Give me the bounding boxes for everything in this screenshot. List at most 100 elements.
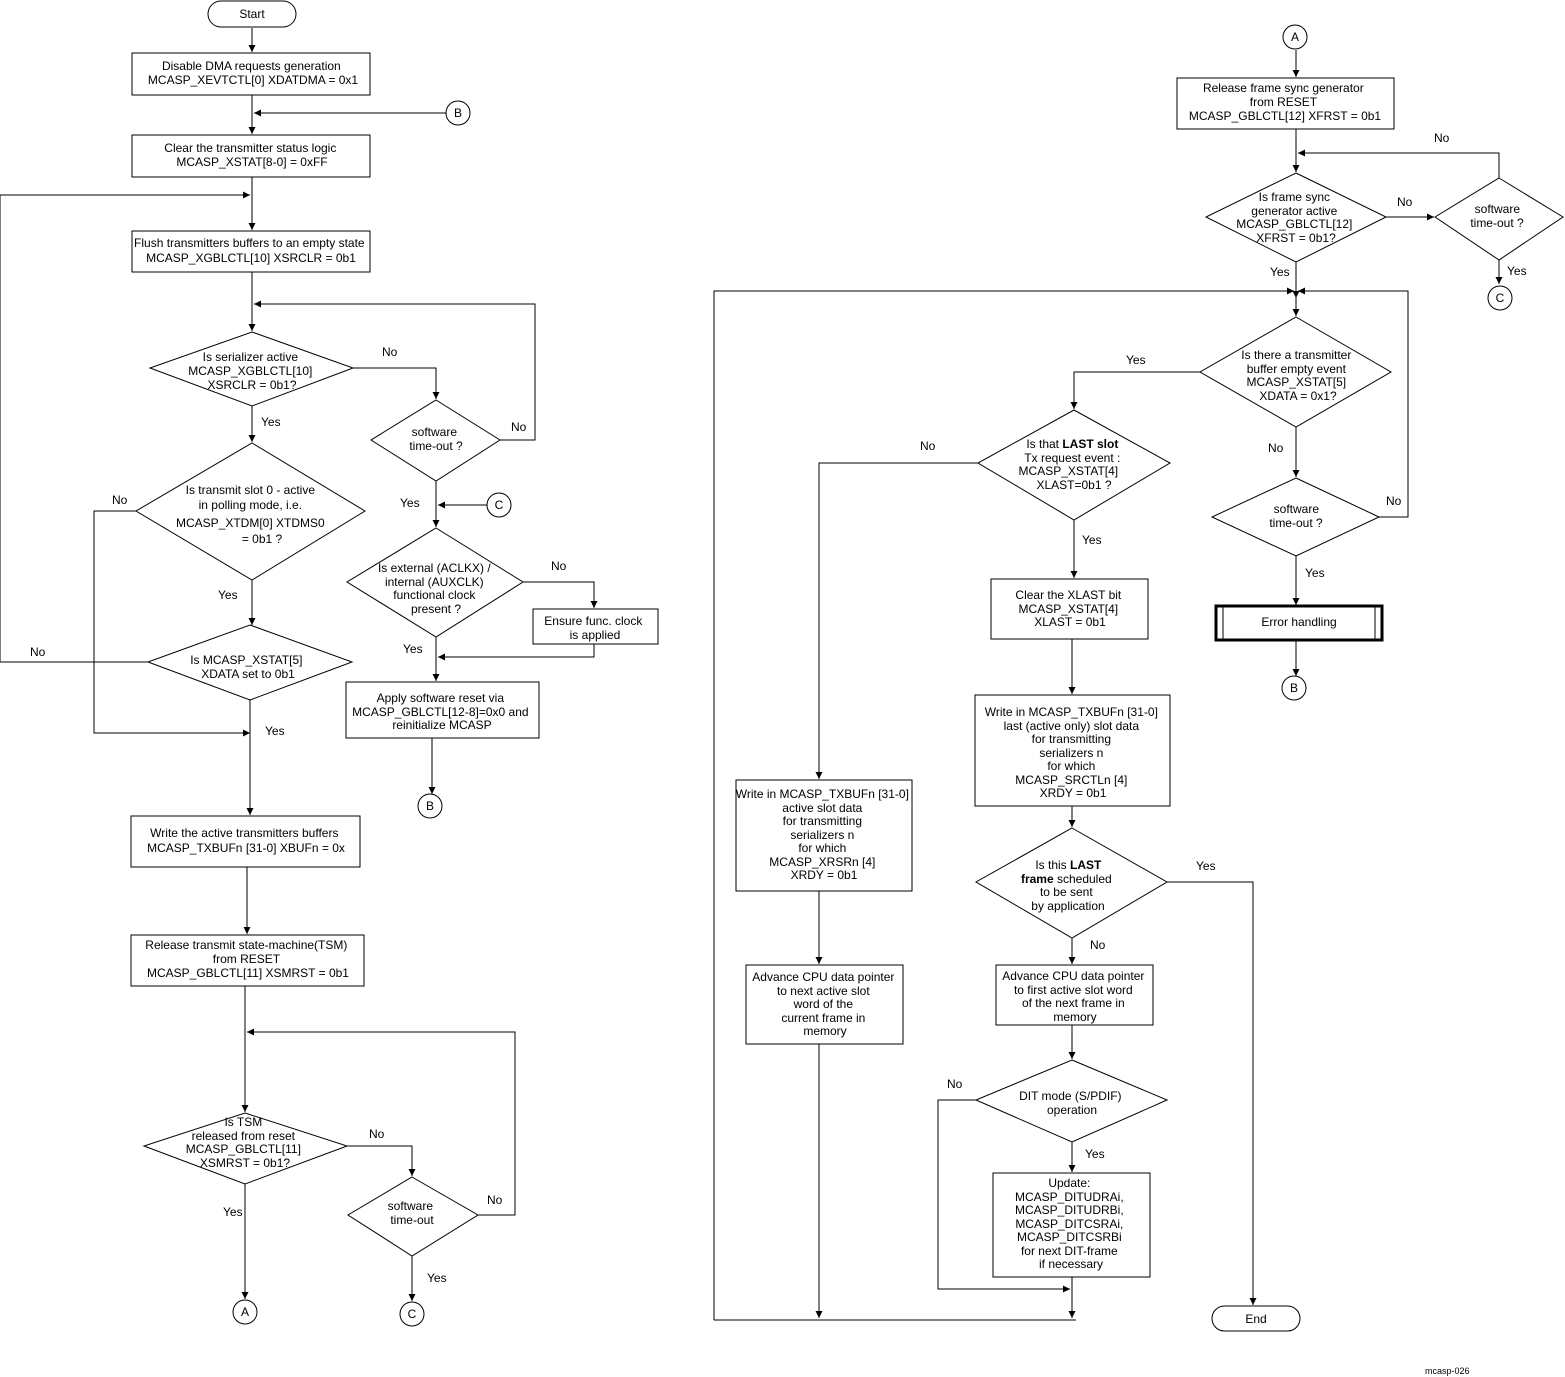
- label-no: No: [1434, 131, 1450, 145]
- last-frame-decision: Is this LAST frame scheduled to be sent …: [974, 827, 1168, 939]
- last-slot-decision: Is that LAST slot Tx request event : MCA…: [976, 409, 1172, 521]
- label-yes: Yes: [403, 642, 423, 656]
- svg-text:C: C: [495, 498, 504, 512]
- last-slot-text: Is that LAST slot Tx request event : MCA…: [1019, 437, 1124, 492]
- software-reset-box: Apply software reset via MCASP_GBLCTL[12…: [345, 681, 540, 739]
- write-active-slot-box: Write in MCASP_TXBUFn [31-0] active slot…: [735, 779, 913, 892]
- xstat-decision: Is MCASP_XSTAT[5] XDATA set to 0b1: [146, 624, 354, 701]
- flow-lines: [0, 28, 1503, 1321]
- serializer-active-text: Is serializer active MCASP_XGBLCTL[10] X…: [188, 350, 315, 392]
- label-yes: Yes: [1085, 1147, 1105, 1161]
- svg-text:B: B: [1290, 681, 1298, 695]
- svg-text:A: A: [1291, 30, 1299, 44]
- label-no: No: [551, 559, 567, 573]
- write-last-slot-box: Write in MCASP_TXBUFn [31-0] last (activ…: [974, 694, 1171, 807]
- label-no: No: [382, 345, 398, 359]
- label-yes: Yes: [261, 415, 281, 429]
- label-yes: Yes: [1507, 264, 1527, 278]
- update-dit-text: Update: MCASP_DITUDRAi, MCASP_DITUDRBi, …: [1015, 1176, 1127, 1271]
- disable-dma-box: Disable DMA requests generation MCASP_XE…: [131, 52, 371, 96]
- write-buffers-text: Write the active transmitters buffers MC…: [147, 826, 345, 855]
- label-no: No: [369, 1127, 385, 1141]
- clock-present-decision: Is external (ACLKX) / internal (AUXCLK) …: [346, 527, 524, 638]
- figure-id: mcasp-026: [1425, 1366, 1470, 1376]
- label-no: No: [511, 420, 527, 434]
- label-yes: Yes: [1082, 533, 1102, 547]
- label-no: No: [1268, 441, 1284, 455]
- advance-first-slot-box: Advance CPU data pointer to first active…: [995, 964, 1154, 1026]
- label-no: No: [1386, 494, 1402, 508]
- connector-b-reset: B: [417, 793, 443, 819]
- ensure-clock-box: Ensure func. clock is applied: [532, 608, 659, 645]
- write-last-slot-text: Write in MCASP_TXBUFn [31-0] last (activ…: [985, 705, 1162, 800]
- label-yes: Yes: [400, 496, 420, 510]
- clear-status-box: Clear the transmitter status logic MCASP…: [131, 134, 371, 178]
- buffer-empty-text: Is there a transmitter buffer empty even…: [1241, 348, 1354, 403]
- error-handling-box: Error handling: [1214, 604, 1384, 642]
- label-yes: Yes: [1196, 859, 1216, 873]
- connector-b-error: B: [1281, 675, 1307, 701]
- advance-first-slot-text: Advance CPU data pointer to first active…: [1002, 969, 1147, 1024]
- end-terminal: End: [1211, 1305, 1301, 1332]
- release-tsm-box: Release transmit state-machine(TSM) from…: [130, 934, 365, 987]
- svg-text:C: C: [1496, 291, 1505, 305]
- update-dit-box: Update: MCASP_DITUDRAi, MCASP_DITUDRBi, …: [992, 1172, 1151, 1278]
- timeout4-text: software time-out ?: [1269, 502, 1323, 530]
- flush-buffers-box: Flush transmitters buffers to an empty s…: [131, 230, 371, 273]
- label-no: No: [920, 439, 936, 453]
- svg-text:B: B: [426, 799, 434, 813]
- timeout1-decision: software time-out ?: [370, 399, 501, 482]
- connector-c-out: C: [399, 1301, 425, 1327]
- write-active-slot-text: Write in MCASP_TXBUFn [31-0] active slot…: [736, 787, 913, 882]
- label-yes: Yes: [1305, 566, 1325, 580]
- timeout1-text: software time-out ?: [409, 425, 463, 453]
- timeout2-text: software time-out: [388, 1199, 437, 1227]
- timeout3-decision: software time-out ?: [1434, 177, 1564, 261]
- slot0-active-decision: Is transmit slot 0 - active in polling m…: [135, 442, 366, 581]
- label-yes: Yes: [427, 1271, 447, 1285]
- label-yes: Yes: [223, 1205, 243, 1219]
- svg-text:C: C: [408, 1307, 417, 1321]
- connector-a-out: A: [232, 1299, 258, 1325]
- release-frame-sync-text: Release frame sync generator from RESET …: [1189, 81, 1382, 123]
- frame-sync-text: Is frame sync generator active MCASP_GBL…: [1236, 190, 1355, 245]
- connector-c-left: C: [486, 492, 512, 518]
- clear-xlast-text: Clear the XLAST bit MCASP_XSTAT[4] XLAST…: [1015, 588, 1124, 629]
- flush-buffers-text: Flush transmitters buffers to an empty s…: [134, 236, 368, 265]
- last-frame-text: Is this LAST frame scheduled to be sent …: [1021, 858, 1115, 913]
- label-yes: Yes: [1126, 353, 1146, 367]
- serializer-active-decision: Is serializer active MCASP_XGBLCTL[10] X…: [148, 331, 355, 407]
- connector-b-top: B: [445, 100, 471, 126]
- label-yes: Yes: [218, 588, 238, 602]
- clock-present-text: Is external (ACLKX) / internal (AUXCLK) …: [378, 561, 494, 616]
- timeout4-decision: software time-out ?: [1210, 477, 1381, 557]
- dit-mode-text: DIT mode (S/PDIF) operation: [1019, 1089, 1125, 1117]
- branch-labels: No No Yes No Yes No Yes Yes No Yes No No…: [30, 131, 1527, 1285]
- write-buffers-box: Write the active transmitters buffers MC…: [130, 815, 361, 868]
- clear-xlast-box: Clear the XLAST bit MCASP_XSTAT[4] XLAST…: [990, 578, 1149, 640]
- ensure-clock-text: Ensure func. clock is applied: [544, 614, 645, 642]
- tsm-released-decision: Is TSM released from reset MCASP_GBLCTL[…: [142, 1112, 349, 1185]
- disable-dma-text: Disable DMA requests generation MCASP_XE…: [148, 59, 359, 87]
- software-reset-text: Apply software reset via MCASP_GBLCTL[12…: [352, 691, 532, 732]
- label-no: No: [1090, 938, 1106, 952]
- label-no: No: [947, 1077, 963, 1091]
- connector-c-right: C: [1487, 285, 1513, 311]
- xstat-text: Is MCASP_XSTAT[5] XDATA set to 0b1: [190, 653, 306, 681]
- slot0-active-text: Is transmit slot 0 - active in polling m…: [176, 483, 328, 546]
- label-no: No: [30, 645, 46, 659]
- frame-sync-decision: Is frame sync generator active MCASP_GBL…: [1204, 172, 1388, 263]
- label-no: No: [112, 493, 128, 507]
- end-label: End: [1245, 1312, 1266, 1326]
- error-handling-label: Error handling: [1261, 615, 1336, 629]
- release-frame-sync-box: Release frame sync generator from RESET …: [1176, 77, 1395, 130]
- label-yes: Yes: [265, 724, 285, 738]
- advance-next-slot-box: Advance CPU data pointer to next active …: [745, 964, 904, 1045]
- start-terminal: Start: [207, 0, 297, 28]
- svg-text:A: A: [241, 1305, 249, 1319]
- label-no: No: [487, 1193, 503, 1207]
- timeout2-decision: software time-out: [347, 1176, 479, 1257]
- start-label: Start: [239, 7, 265, 21]
- clear-status-text: Clear the transmitter status logic MCASP…: [164, 141, 339, 169]
